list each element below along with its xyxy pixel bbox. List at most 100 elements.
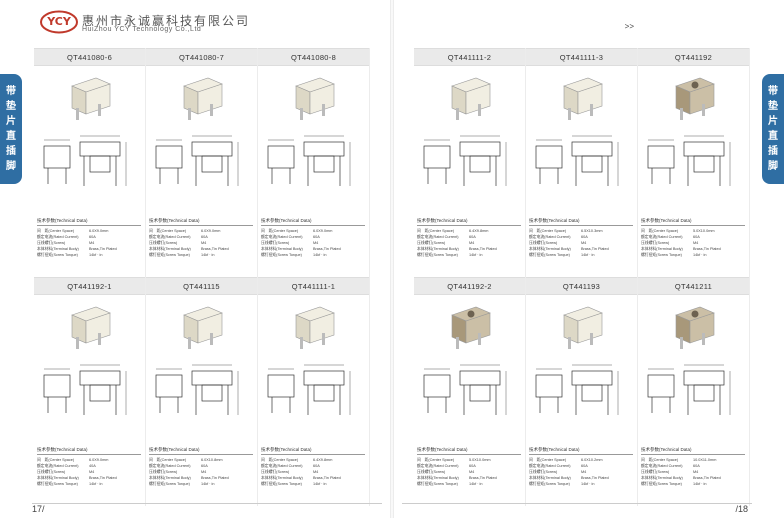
spec-label: 额定电流(Rated Current) [417, 464, 459, 468]
side-tab-right[interactable]: 带垫片直插脚 [762, 74, 784, 184]
spec-value: 60A [89, 235, 96, 239]
spec-label: 本体材料(Terminal Body) [641, 476, 683, 480]
product-photo [146, 66, 257, 128]
spec-row-screw-torque: 螺钉扭矩(Screw Torque)14kf · in [641, 252, 745, 258]
spec-label: 压线螺钉(Screw) [417, 470, 446, 474]
spec-value: Brass,Tin Plated [581, 476, 609, 480]
technical-data-heading: 技术参数(Technical Data) [641, 447, 745, 455]
spec-label: 额定电流(Rated Current) [529, 464, 571, 468]
company-logo: YCY [40, 10, 78, 34]
spec-label: 额定电流(Rated Current) [261, 464, 303, 468]
spec-label: 螺钉扭矩(Screw Torque) [641, 253, 682, 257]
spec-label: 间 距(Center Space) [641, 229, 679, 233]
spec-value: Brass,Tin Plated [313, 247, 341, 251]
dimension-drawing-icon [647, 135, 731, 186]
spec-row-terminal-body: 本体材料(Terminal Body)Brass,Tin Plated [149, 475, 253, 481]
dimension-drawing-icon [535, 364, 619, 415]
technical-data-heading: 技术参数(Technical Data) [149, 447, 253, 455]
spec-value: Brass,Tin Plated [693, 476, 721, 480]
technical-data-table: 技术参数(Technical Data)间 距(Center Space)6.0… [149, 218, 253, 258]
spec-row-rated-current: 额定电流(Rated Current)60A [149, 463, 253, 469]
spec-row-center-space: 间 距(Center Space)6.0X9.0mm [149, 228, 253, 234]
spec-label: 额定电流(Rated Current) [37, 235, 79, 239]
spec-value: 14kf · in [469, 482, 483, 486]
side-tab-left[interactable]: 带垫片直插脚 [0, 74, 22, 184]
spec-row-screw: 压线螺钉(Screw)M4 [37, 240, 141, 246]
spec-label: 螺钉扭矩(Screw Torque) [261, 482, 302, 486]
footer-rule [402, 503, 752, 504]
spec-row-terminal-body: 本体材料(Terminal Body)Brass,Tin Plated [37, 475, 141, 481]
spec-value: 40A [89, 464, 96, 468]
spec-value: M4 [313, 241, 319, 245]
product-card[interactable]: QT441115 技术参数(Technical Data)间 距(Center S… [146, 277, 258, 506]
technical-data-table: 技术参数(Technical Data)间 距(Center Space)6.0… [149, 447, 253, 487]
spec-row-terminal-body: 本体材料(Terminal Body)Brass,Tin Plated [417, 475, 521, 481]
technical-data-heading: 技术参数(Technical Data) [37, 218, 141, 226]
technical-data-table: 技术参数(Technical Data)间 距(Center Space)6.4… [261, 447, 365, 487]
product-photo [414, 295, 525, 357]
spec-label: 额定电流(Rated Current) [149, 235, 191, 239]
spec-value: 10.0X11.0mm [693, 458, 717, 462]
spec-value: M4 [89, 470, 95, 474]
technical-data-table: 技术参数(Technical Data)间 距(Center Space)6.5… [529, 218, 633, 258]
spec-row-screw: 压线螺钉(Screw)M4 [261, 469, 365, 475]
spec-row-screw: 压线螺钉(Screw)M4 [417, 240, 521, 246]
spec-row-rated-current: 额定电流(Rated Current) 60A [261, 463, 365, 469]
product-photo [414, 66, 525, 128]
page-number-left: 17/ [32, 504, 45, 514]
technical-drawing [258, 357, 369, 427]
technical-drawing [258, 128, 369, 198]
spec-row-rated-current: 额定电流(Rated Current)60A [261, 234, 365, 240]
spec-label: 螺钉扭矩(Screw Torque) [641, 482, 682, 486]
spec-label: 本体材料(Terminal Body) [529, 247, 571, 251]
footer-rule [32, 503, 382, 504]
spec-value: 6.4X9.8mm [469, 229, 489, 233]
spec-value: M4 [693, 470, 699, 474]
spec-row-rated-current: 额定电流(Rated Current)60A [641, 234, 745, 240]
dimension-drawing-icon [155, 135, 239, 186]
product-photo [34, 295, 145, 357]
spec-label: 螺钉扭矩(Screw Torque) [261, 253, 302, 257]
spec-row-center-space: 间 距(Center Space)6.0X9.0mm [37, 228, 141, 234]
spec-label: 压线螺钉(Screw) [37, 470, 66, 474]
spec-value: 60A [313, 464, 320, 468]
spec-value: 5.0X10.0mm [469, 458, 491, 462]
technical-data-heading: 技术参数(Technical Data) [37, 447, 141, 455]
product-photo [526, 295, 637, 357]
spec-value: Brass,Tin Plated [469, 476, 497, 480]
dimension-drawing-icon [267, 364, 351, 415]
product-model-title: QT441115 [146, 277, 257, 295]
spec-row-terminal-body: 本体材料(Terminal Body)Brass,Tin Plated [37, 246, 141, 252]
spec-row-screw-torque: 螺钉扭矩(Screw Torque)14kf · in [529, 481, 633, 487]
spec-value: 60A [201, 235, 208, 239]
dimension-drawing-icon [535, 135, 619, 186]
next-page-link[interactable]: >> [624, 22, 634, 31]
spec-value: 60A [581, 235, 588, 239]
technical-data-table: 技术参数(Technical Data)间 距(Center Space)6.0… [529, 447, 633, 487]
spec-label: 压线螺钉(Screw) [149, 241, 178, 245]
technical-data-table: 技术参数(Technical Data)间 距(Center Space)6.0… [261, 218, 365, 258]
spec-value: M4 [201, 241, 207, 245]
spec-row-center-space: 间 距(Center Space)6.0X10.2mm [529, 457, 633, 463]
spec-label: 本体材料(Terminal Body) [37, 247, 79, 251]
dimension-drawing-icon [43, 135, 127, 186]
spec-label: 螺钉扭矩(Screw Torque) [149, 253, 190, 257]
spec-label: 间 距(Center Space) [261, 458, 299, 462]
spec-label: 压线螺钉(Screw) [149, 470, 178, 474]
dimension-drawing-icon [423, 364, 507, 415]
spec-label: 螺钉扭矩(Screw Torque) [529, 482, 570, 486]
spec-row-screw-torque: 螺钉扭矩(Screw Torque)14kf · in [149, 481, 253, 487]
